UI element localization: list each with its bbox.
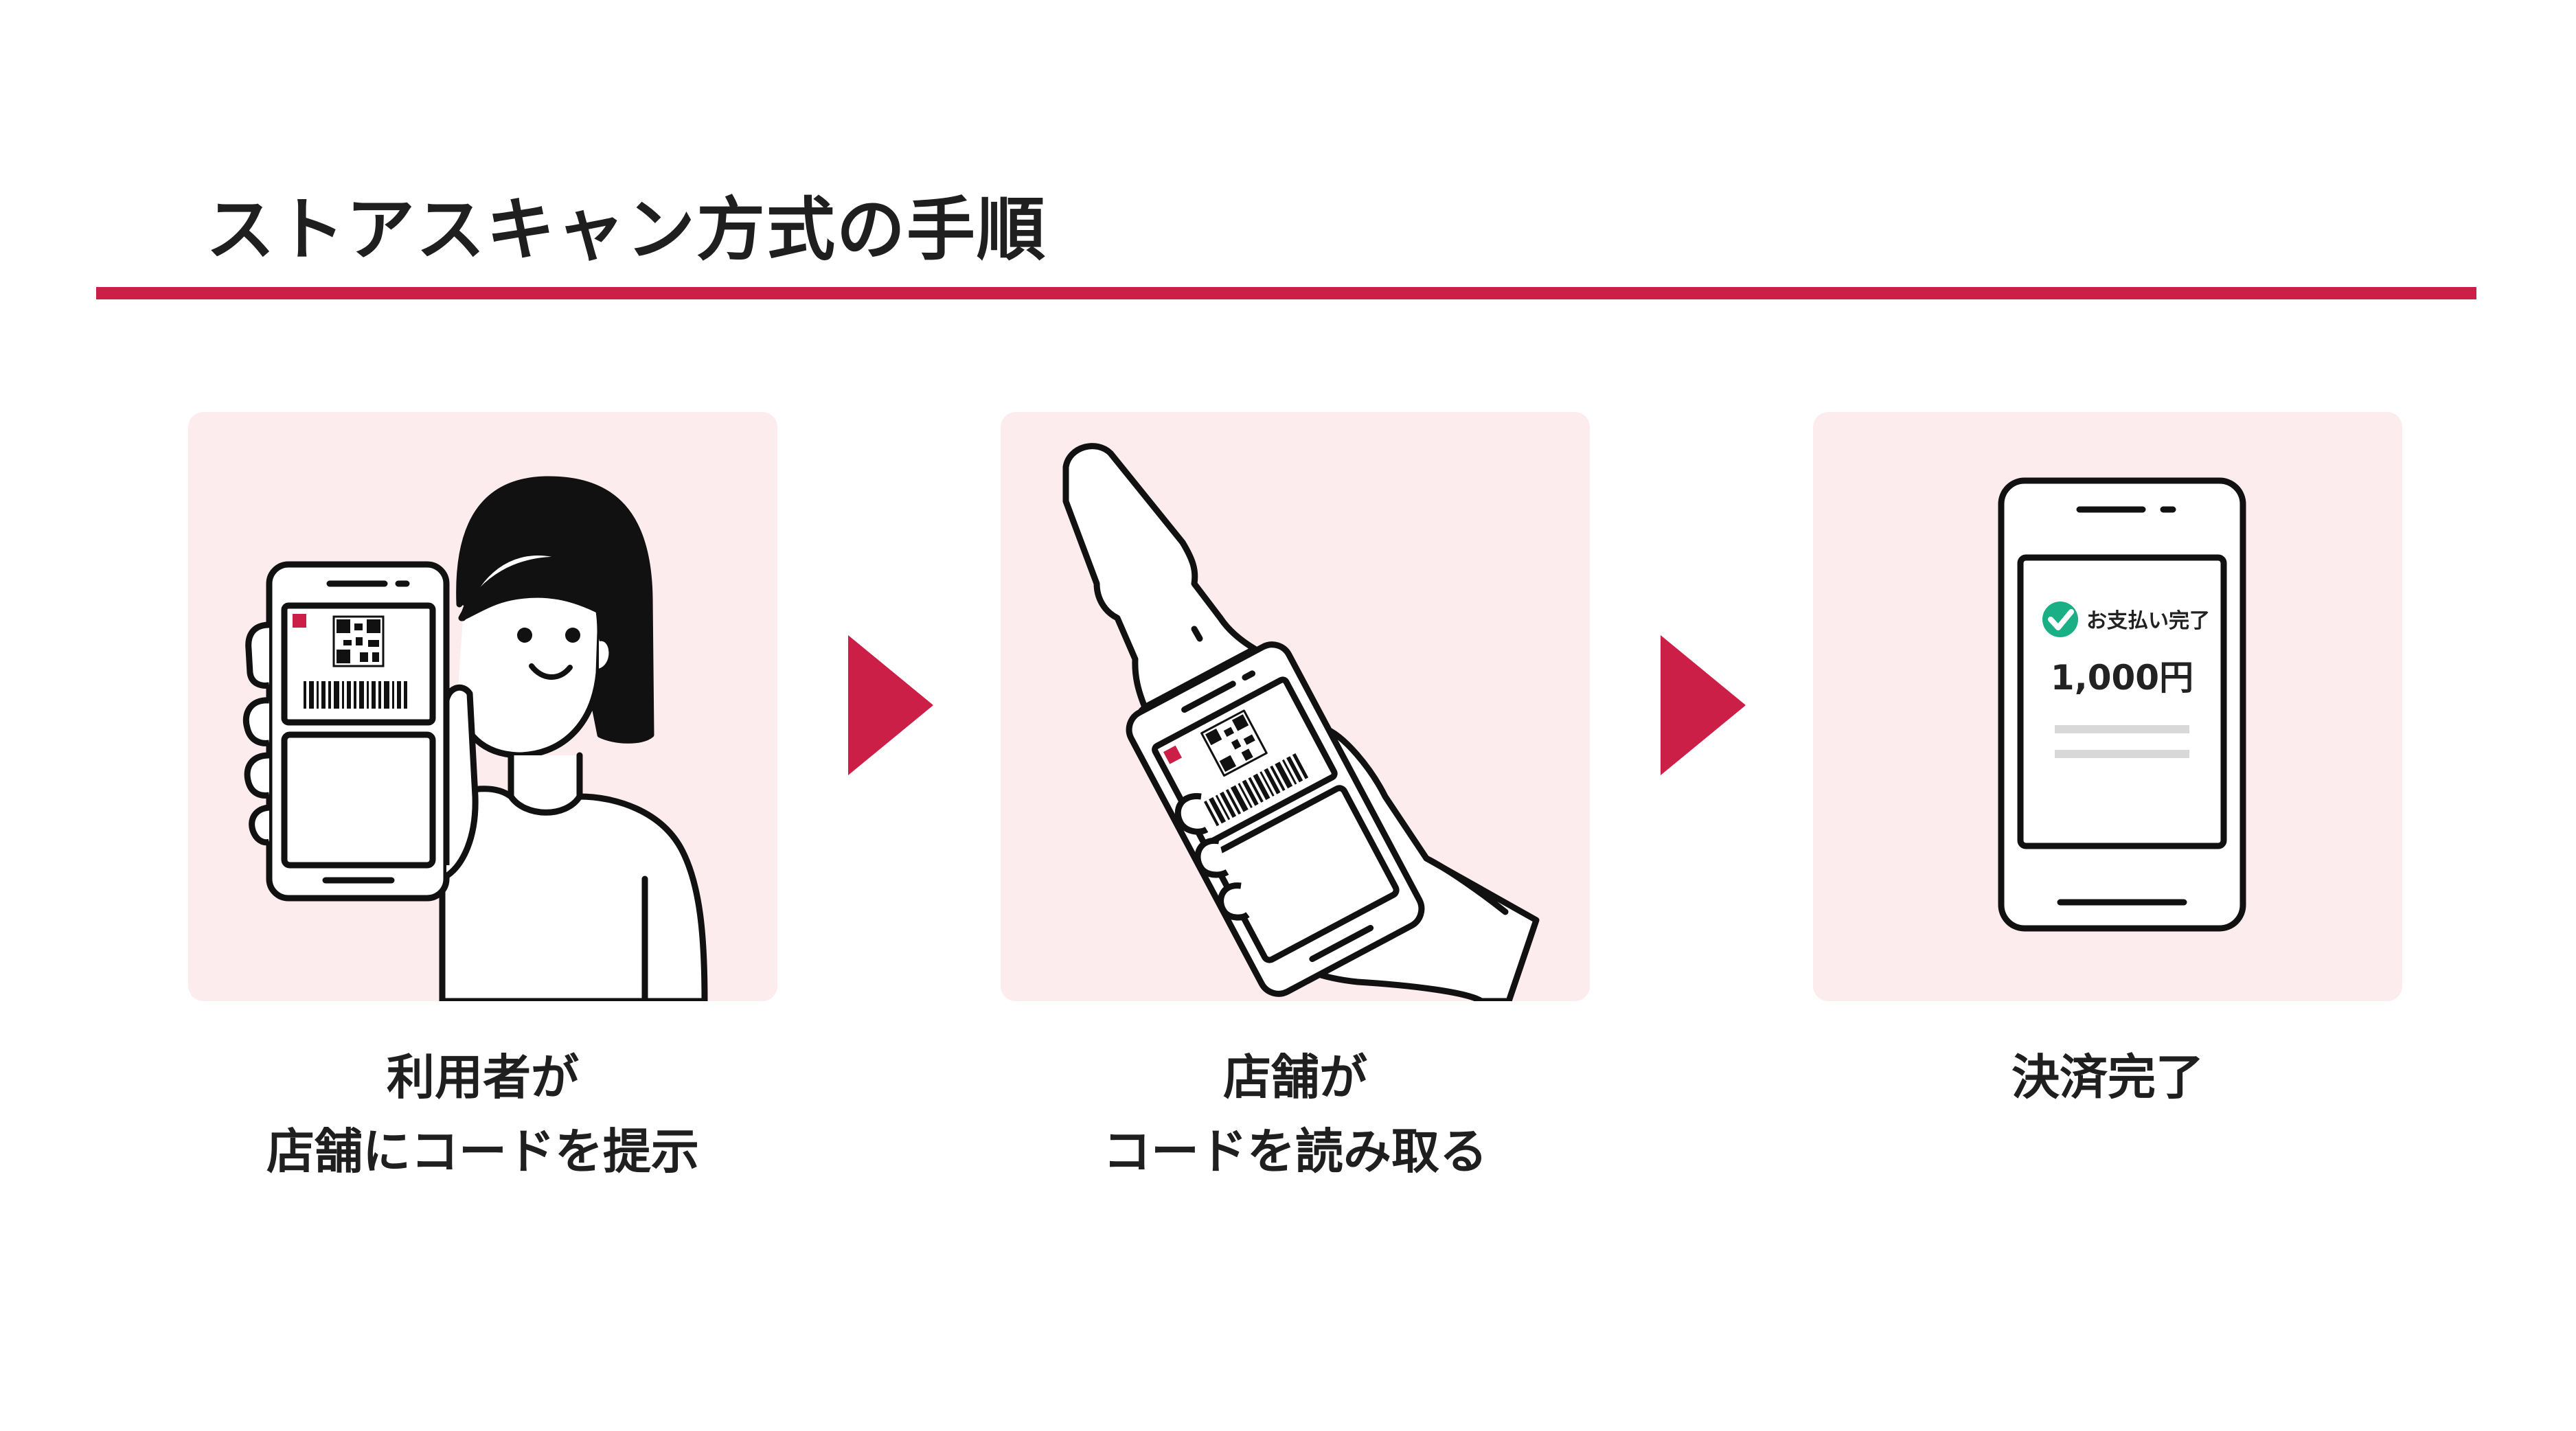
page-title: ストアスキャン方式の手順 — [206, 190, 1047, 270]
title-underline — [96, 287, 2476, 299]
step-1-caption-line-1: 利用者が — [387, 1049, 579, 1106]
payment-status-text: お支払い完了 — [2086, 609, 2210, 633]
placeholder-line-2 — [2055, 750, 2189, 758]
step-2-caption-line-1: 店舗が — [1223, 1049, 1367, 1106]
payment-amount: 1,000円 — [2051, 658, 2193, 698]
step-3-panel: お支払い完了 1,000円 — [1813, 412, 2402, 1001]
payment-complete-illustration: お支払い完了 1,000円 — [1813, 412, 2402, 1001]
check-icon — [2042, 602, 2078, 637]
step-2-caption: 店舗が コードを読み取る — [1001, 1040, 1590, 1189]
result-phone — [1998, 477, 2246, 932]
barcode — [304, 681, 407, 709]
step-1-caption-line-2: 店舗にコードを提示 — [266, 1123, 699, 1180]
store-scanning-code-illustration — [1001, 412, 1590, 1001]
holding-hand — [242, 621, 479, 879]
step-3-caption-line-1: 決済完了 — [2011, 1049, 2204, 1106]
person-left-eye — [517, 628, 532, 643]
person-bangs — [458, 556, 604, 621]
step-2-panel — [1001, 412, 1590, 1001]
step-1-panel — [188, 412, 777, 1001]
arrow-step-2-to-3-icon — [1661, 635, 1746, 775]
clerk-fingers — [1174, 793, 1250, 921]
step-2-caption-line-2: コードを読み取る — [1103, 1123, 1488, 1180]
qr-code — [332, 615, 385, 667]
brand-mark — [293, 614, 306, 628]
placeholder-line-1 — [2055, 725, 2189, 733]
user-presenting-phone-illustration — [188, 412, 777, 1001]
underline-bar — [96, 287, 2476, 299]
step-1-caption: 利用者が 店舗にコードを提示 — [188, 1040, 777, 1189]
person-body — [439, 786, 708, 1001]
person-ear — [597, 635, 615, 674]
step-3-caption: 決済完了 — [1813, 1040, 2402, 1114]
arrow-step-1-to-2-icon — [848, 635, 933, 775]
person-smile — [529, 663, 573, 680]
person-right-eye — [565, 628, 580, 643]
